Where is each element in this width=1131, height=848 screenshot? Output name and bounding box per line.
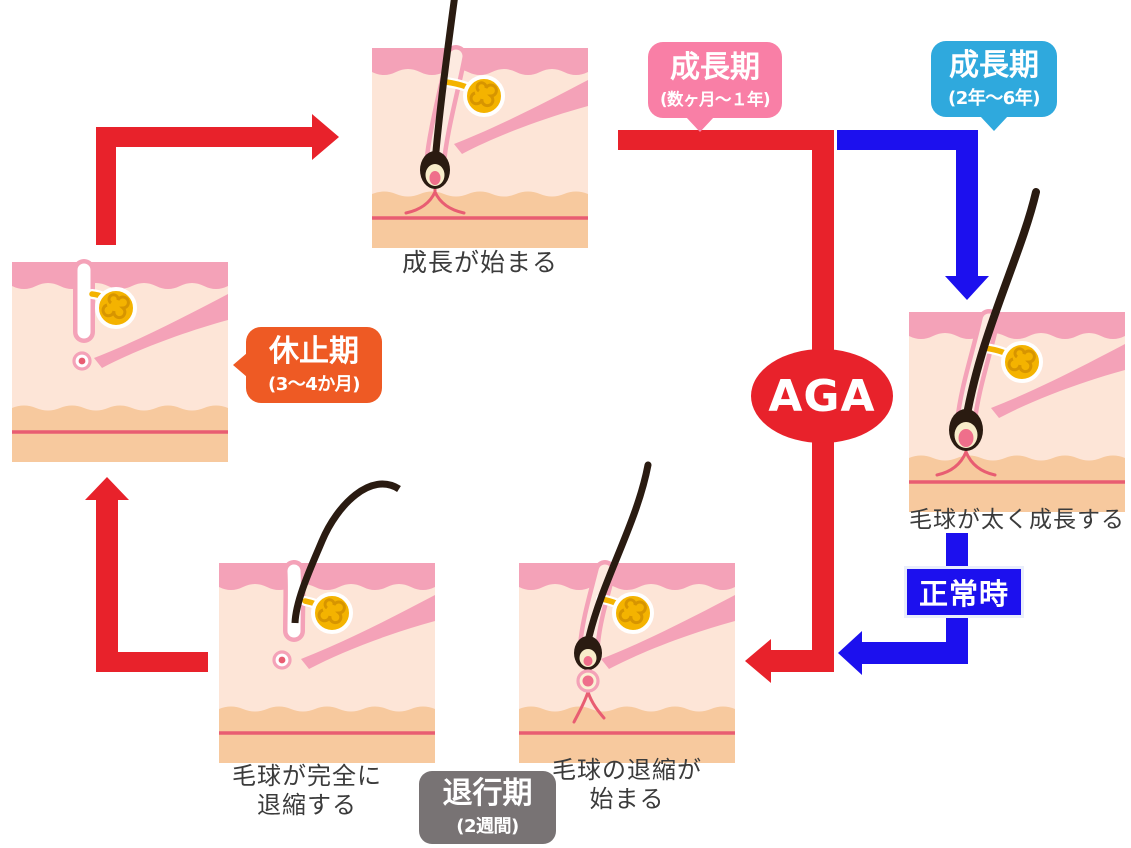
- growth-phase-aga-duration: (数ヶ月～１年): [659, 89, 771, 109]
- caption-thick-growth: 毛球が太く成長する: [909, 507, 1125, 533]
- illustration-resting-phase-icon: [12, 259, 228, 462]
- regression-phase-label: 退行期 (2週間): [419, 771, 556, 844]
- aga-badge: AGA: [751, 349, 893, 443]
- growth-phase-normal-duration: (2年～6年): [947, 87, 1041, 109]
- resting-phase-label: 休止期 (3～4か月): [233, 327, 382, 403]
- illustration-thick-growth-icon: [909, 188, 1125, 512]
- caption-regression-start-line1: 毛球の退縮が: [552, 756, 702, 784]
- growth-phase-aga-label: 成長期 (数ヶ月～１年): [648, 42, 782, 132]
- bubble-pointer-icon: [980, 116, 1008, 131]
- blue-arrow-growth-phase-normal-icon: [837, 130, 989, 300]
- bubble-pointer-icon: [233, 353, 247, 377]
- illustration-full-regression-icon: [219, 480, 435, 763]
- caption-full-regression: 毛球が完全に 退縮する: [199, 762, 415, 820]
- red-arrow-aga-cycle-icon: [618, 130, 834, 683]
- bubble-pointer-icon: [686, 117, 714, 132]
- regression-phase-duration: (2週間): [456, 816, 519, 837]
- caption-growth-start: 成長が始まる: [401, 248, 558, 277]
- normal-state-label: 正常時: [904, 566, 1024, 618]
- illustration-growth-start-icon: [372, 0, 588, 248]
- red-arrow-resting-to-growth-icon: [96, 114, 339, 245]
- caption-regression-start-line2: 始まる: [589, 784, 665, 813]
- hair-follicle-drawing-icon: [909, 188, 1125, 512]
- blue-arrow-normal-to-regression-icon: [838, 533, 968, 675]
- illustration-regression-start-icon: [519, 461, 735, 763]
- growth-phase-normal-title: 成長期: [949, 47, 1039, 83]
- hair-follicle-drawing-icon: [372, 0, 588, 248]
- hair-follicle-drawing-icon: [519, 461, 735, 763]
- resting-phase-duration: (3～4か月): [267, 373, 361, 395]
- growth-phase-normal-label: 成長期 (2年～6年): [931, 41, 1057, 131]
- regression-phase-title: 退行期: [442, 776, 533, 811]
- caption-regression-start: 毛球の退縮が 始まる: [519, 756, 735, 814]
- hair-follicle-drawing-icon: [12, 259, 228, 462]
- caption-full-regression-line1: 毛球が完全に: [232, 762, 382, 790]
- growth-phase-aga-title: 成長期: [670, 49, 760, 85]
- red-arrow-regression-to-resting-icon: [85, 477, 208, 672]
- caption-full-regression-line2: 退縮する: [257, 790, 357, 819]
- resting-phase-title: 休止期: [269, 333, 359, 369]
- hair-follicle-drawing-icon: [219, 480, 435, 763]
